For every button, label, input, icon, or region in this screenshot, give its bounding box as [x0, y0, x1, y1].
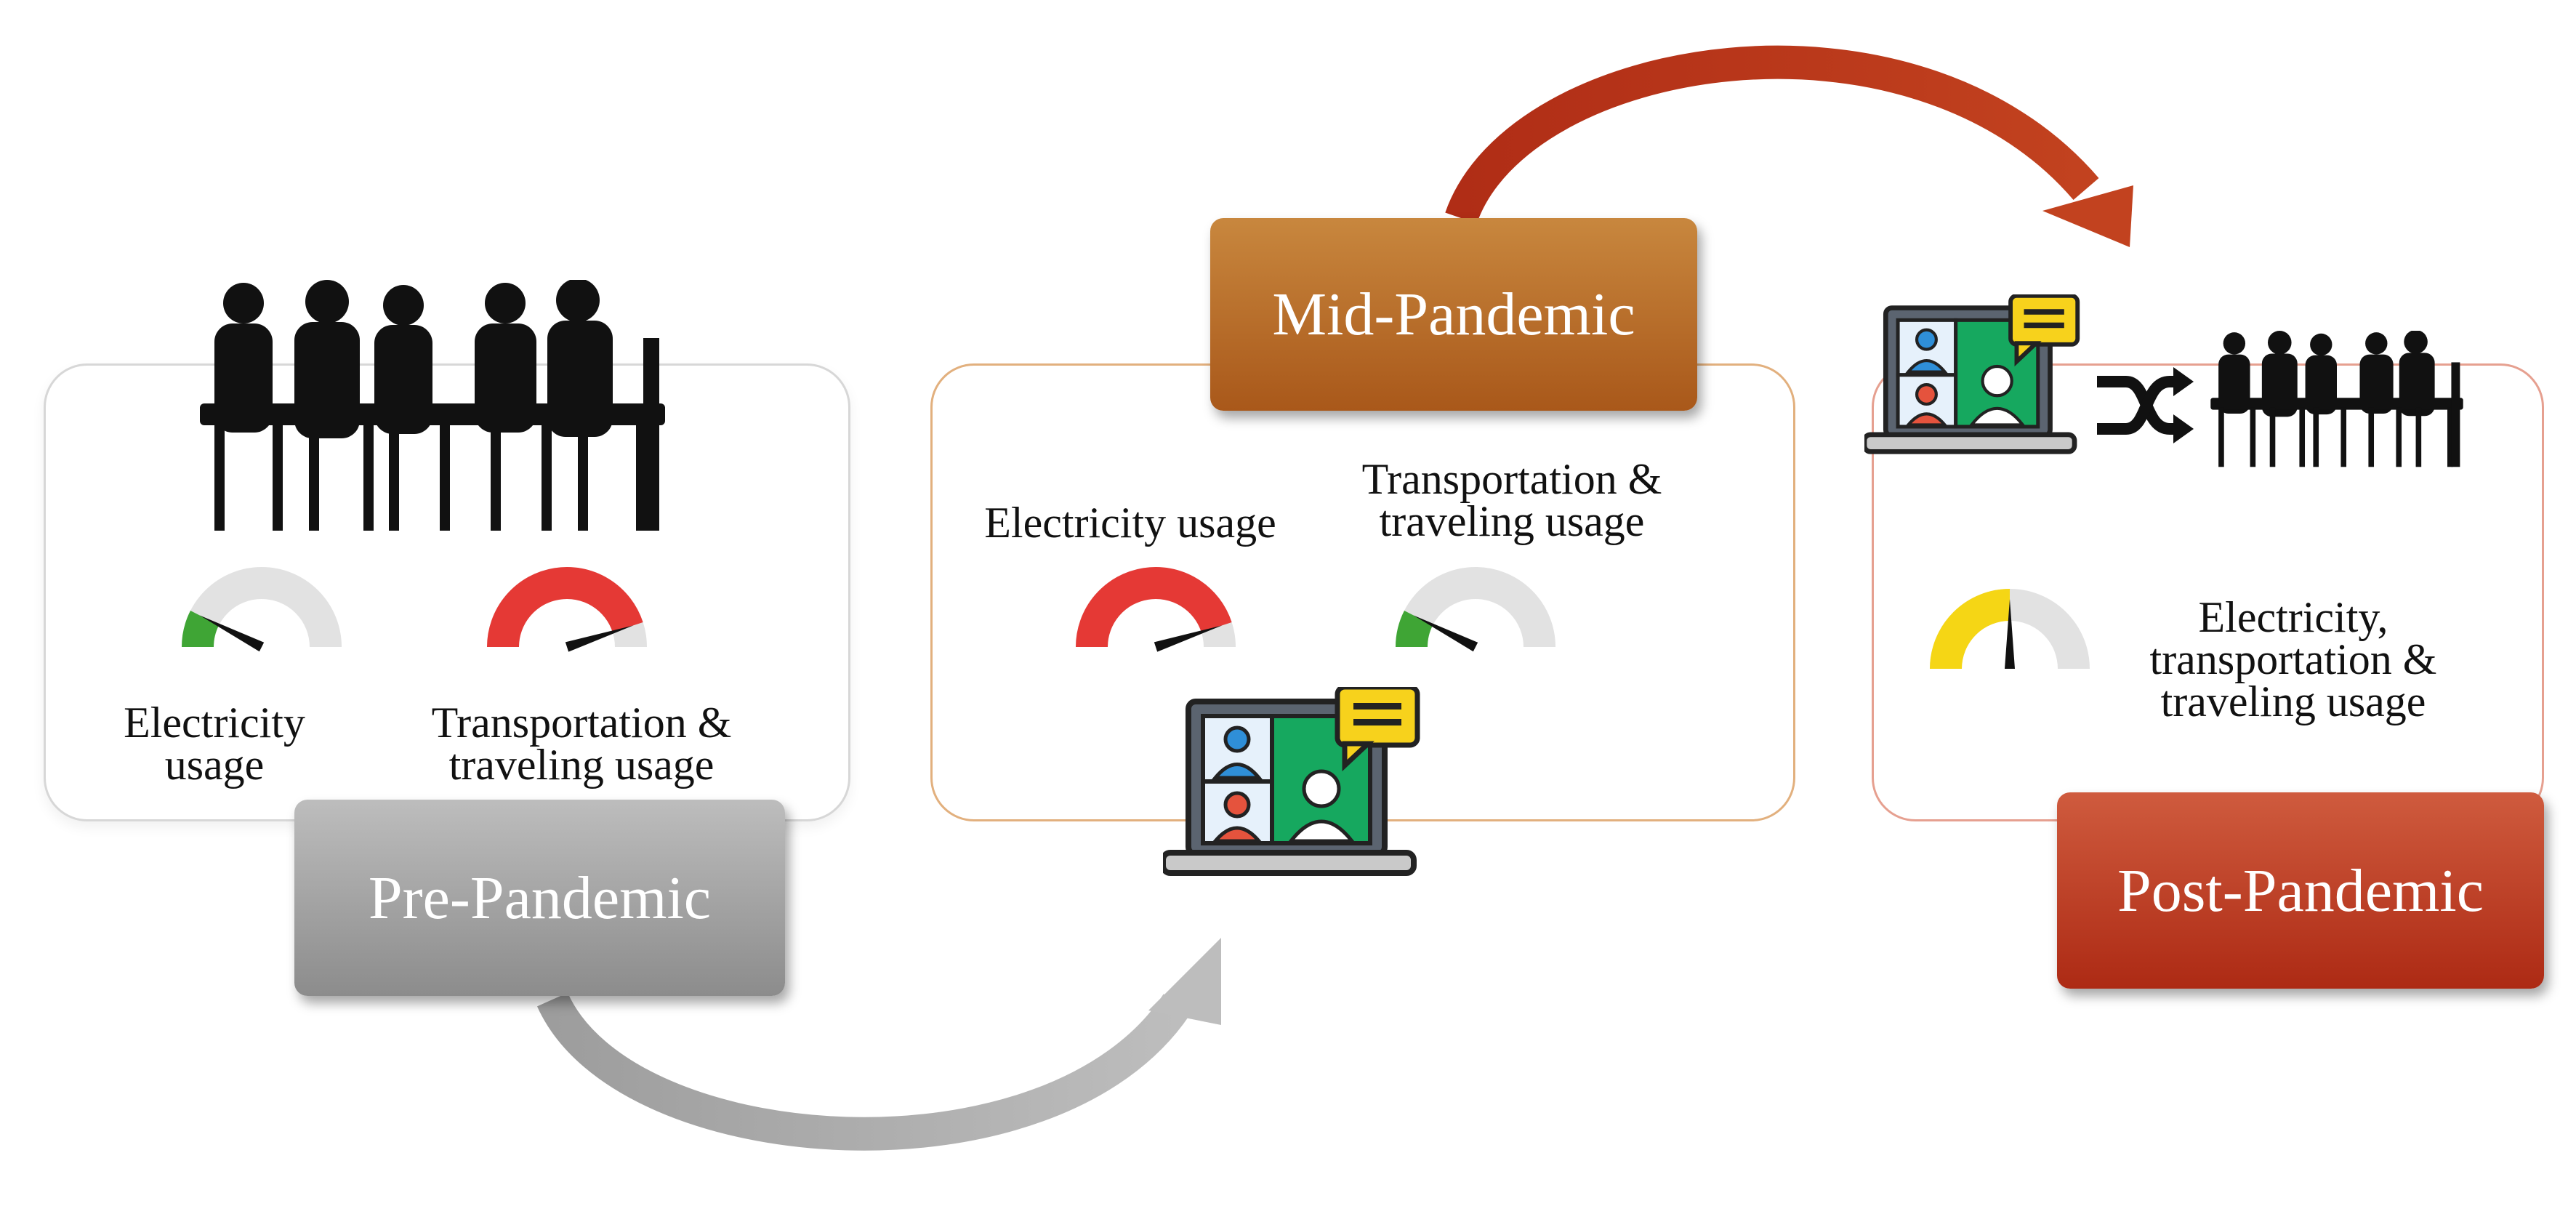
- gauge-fill: [1076, 567, 1232, 648]
- pre-transport-gauge-icon: [487, 567, 647, 652]
- video-conference-laptop-small-icon: [1864, 294, 2080, 454]
- shuffle-arrows-icon: [2097, 367, 2194, 443]
- pre-transport-line-2: traveling usage: [448, 741, 715, 789]
- gauge-needle: [199, 615, 265, 652]
- pre-electricity-label: Electricity usage: [94, 699, 334, 789]
- gauge-fill: [1396, 611, 1433, 648]
- gauge-needle: [565, 625, 634, 652]
- arrow-mid-to-post: [1445, 45, 2099, 225]
- pre-pandemic-label: Pre-Pandemic: [294, 800, 785, 996]
- pre-electricity-line-2: usage: [164, 741, 265, 789]
- arrow-pre-to-mid: [537, 992, 1192, 1151]
- gauge-needle: [2005, 599, 2015, 669]
- mid-electricity-line-1: Electricity usage: [984, 499, 1276, 547]
- post-combined-label: Electricity, transportation & traveling …: [2112, 593, 2475, 725]
- mid-transport-label: Transportation & traveling usage: [1330, 455, 1694, 545]
- gauge-fill: [487, 567, 643, 648]
- people-meeting-silhouette-small-icon: [2210, 331, 2463, 467]
- mid-electricity-gauge-icon: [1076, 567, 1236, 652]
- mid-pandemic-label: Mid-Pandemic: [1210, 218, 1697, 411]
- gauge-fill: [182, 611, 220, 648]
- mid-transport-gauge-icon: [1396, 567, 1555, 652]
- post-label-line-1: Electricity,: [2198, 593, 2388, 641]
- pre-electricity-gauge-icon: [182, 567, 342, 652]
- mid-transport-line-1: Transportation &: [1361, 455, 1662, 503]
- pre-transport-label: Transportation & traveling usage: [393, 699, 770, 789]
- post-label-line-2: transportation &: [2149, 635, 2437, 683]
- gauge-needle: [1154, 625, 1223, 652]
- gauge-needle: [1413, 615, 1478, 652]
- video-conference-laptop-icon: [1163, 687, 1420, 876]
- pre-transport-line-1: Transportation &: [431, 699, 732, 747]
- arrow-pre-to-mid-head: [1148, 938, 1221, 1025]
- post-label-line-3: traveling usage: [2160, 678, 2426, 725]
- post-combined-gauge-icon: [1930, 589, 2090, 670]
- pre-electricity-line-1: Electricity: [124, 699, 305, 747]
- gauge-track: [1396, 567, 1555, 648]
- mid-electricity-label: Electricity usage: [952, 499, 1308, 547]
- gauge-track: [182, 567, 342, 648]
- gauge-fill: [1930, 589, 2011, 670]
- post-pandemic-label: Post-Pandemic: [2057, 792, 2544, 989]
- arrow-mid-to-post-head: [2042, 185, 2133, 247]
- people-meeting-silhouette-icon: [200, 280, 665, 531]
- mid-transport-line-2: traveling usage: [1379, 497, 1645, 545]
